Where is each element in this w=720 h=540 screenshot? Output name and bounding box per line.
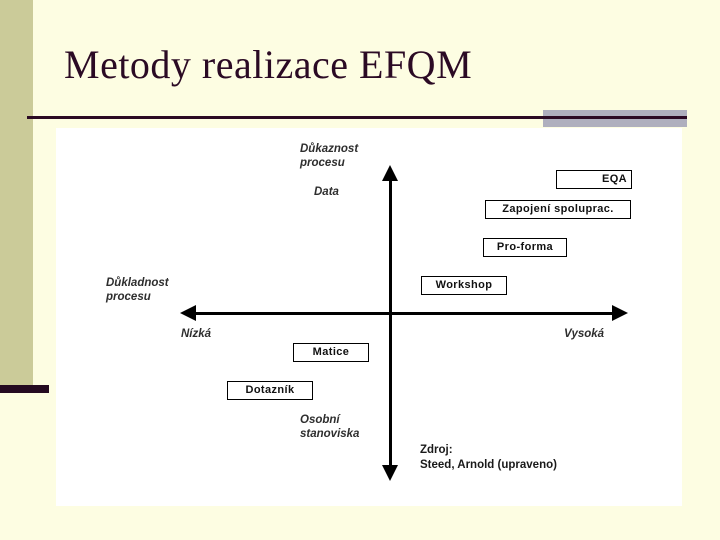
- title-rule: [27, 116, 687, 119]
- vertical-axis-line: [389, 177, 392, 477]
- diagram-panel: Důkaznost procesu Data Důkladnost proces…: [56, 128, 682, 506]
- source-note: Zdroj: Steed, Arnold (upraveno): [420, 444, 557, 471]
- method-box-matice[interactable]: Matice: [293, 343, 369, 362]
- y-axis-top-sublabel: Data: [314, 186, 339, 198]
- x-axis-left-tick-label: Nízká: [181, 328, 212, 340]
- method-box-dotaznik[interactable]: Dotazník: [227, 381, 313, 400]
- x-axis-right-tick-label: Vysoká: [564, 328, 605, 340]
- arrow-up-icon: [382, 165, 398, 181]
- x-axis-label: Důkladnost procesu: [106, 277, 169, 303]
- horizontal-axis-line: [192, 312, 616, 315]
- method-box-workshop[interactable]: Workshop: [421, 276, 507, 295]
- y-axis-bottom-label: Osobní stanoviska: [300, 414, 360, 440]
- y-axis-top-label: Důkaznost procesu: [300, 143, 359, 169]
- left-band-accent-bar: [0, 385, 49, 393]
- arrow-right-icon: [612, 305, 628, 321]
- page-title: Metody realizace EFQM: [64, 42, 473, 87]
- arrow-down-icon: [382, 465, 398, 481]
- left-decorative-band: [0, 0, 33, 385]
- method-box-eqa[interactable]: EQA: [556, 170, 632, 189]
- arrow-left-icon: [180, 305, 196, 321]
- method-box-pro-forma[interactable]: Pro-forma: [483, 238, 567, 257]
- method-box-zapojeni-spoluprac[interactable]: Zapojení spoluprac.: [485, 200, 631, 219]
